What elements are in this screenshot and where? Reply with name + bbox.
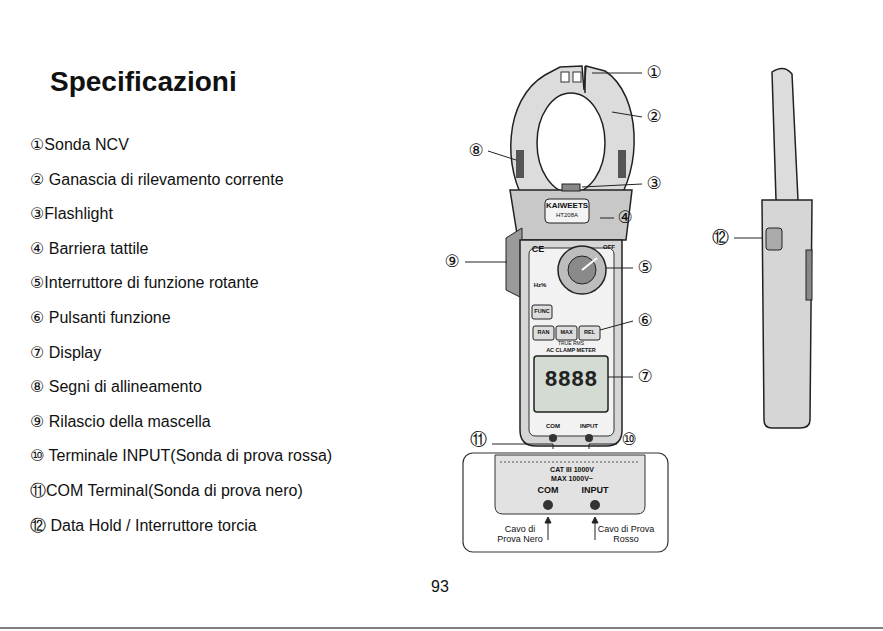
side-body: [762, 200, 812, 428]
meter-body: [520, 240, 622, 446]
device-text: COM: [546, 423, 560, 430]
device-text: RAN: [538, 329, 550, 335]
device-text: REL: [584, 329, 595, 335]
list-item: ⑨ Rilascio della mascella: [30, 413, 211, 431]
brand-plate: [545, 199, 589, 223]
device-text: CE: [532, 244, 545, 254]
callout-number: ④: [617, 208, 632, 228]
side-jaw: [772, 68, 798, 205]
input-jack: [585, 434, 593, 442]
list-item: ⑦ Display: [30, 344, 101, 362]
device-text: KAIWEETS: [546, 201, 588, 210]
device-text: FUNC: [534, 308, 549, 314]
range-button: [533, 326, 554, 340]
alignment-mark: [618, 150, 626, 178]
leader-lines: [465, 73, 764, 449]
device-text: HT208A: [556, 212, 578, 219]
page-rule: [0, 628, 883, 629]
input-jack: [590, 500, 600, 510]
device-text: MAX: [560, 329, 572, 335]
list-item: ⑪COM Terminal(Sonda di prova nero): [30, 482, 303, 500]
side-grip: [806, 250, 812, 300]
callout-number: ⑧: [468, 141, 483, 161]
device-text: TRUE RMS: [558, 341, 584, 347]
lcd-display: [534, 356, 608, 412]
callout-number: ⑫: [712, 228, 729, 248]
hold-switch: [766, 228, 782, 250]
dial-knob: [568, 256, 596, 284]
callout-number: ⑪: [470, 430, 487, 450]
list-item: ⑩ Terminale INPUT(Sonda di prova rossa): [30, 447, 332, 465]
rel-button: [579, 326, 600, 340]
cable-caption: Cavo di Prova Rosso: [597, 524, 655, 545]
jaw-opening: [537, 93, 605, 193]
callout-number: ①: [646, 63, 661, 83]
callout-number: ③: [646, 174, 661, 194]
detail-box: [463, 453, 668, 552]
device-text: INPUT: [582, 485, 609, 495]
current-jaw: [511, 66, 634, 205]
list-item: ③Flashlight: [30, 205, 113, 223]
cable-arrows: [545, 517, 598, 540]
callout-number: ⑨: [444, 252, 459, 272]
rotary-dial: [558, 246, 606, 294]
callout-number: ②: [646, 107, 661, 127]
dial-pointer: [582, 258, 597, 270]
page-number: 93: [431, 578, 449, 596]
device-text: INPUT: [580, 423, 598, 430]
list-item: ② Ganascia di rilevamento corrente: [30, 171, 284, 189]
list-item: ①Sonda NCV: [30, 136, 129, 154]
callout-number: ⑤: [637, 258, 652, 278]
maxmin-button: [556, 326, 577, 340]
lcd-digits: 8888: [545, 368, 598, 393]
device-text: COM: [538, 485, 559, 495]
callout-number: ⑥: [637, 311, 652, 331]
device-text: Hz%: [534, 282, 547, 289]
device-text: OFF: [603, 244, 615, 251]
list-item: ⑥ Pulsanti funzione: [30, 309, 171, 327]
meter-bottom-detail: [495, 455, 645, 514]
cable-caption: Cavo di Prova Nero: [493, 524, 547, 545]
device-text: AC CLAMP METER: [546, 347, 596, 353]
list-item: ④ Barriera tattile: [30, 240, 148, 258]
device-text: CAT III 1000V: [550, 466, 594, 474]
list-item: ⑧ Segni di allineamento: [30, 378, 202, 396]
grip-texture: [500, 462, 640, 463]
jaw-split: [584, 66, 586, 93]
callout-number: ⑩: [621, 430, 636, 450]
ncv-mark: [573, 72, 581, 82]
callout-number: ⑦: [637, 367, 652, 387]
page-title: Specificazioni: [50, 66, 237, 98]
com-jack: [543, 500, 553, 510]
ncv-mark: [561, 72, 569, 82]
func-button: [532, 305, 552, 319]
finger-barrier: [510, 190, 632, 240]
list-item: ⑤Interruttore di funzione rotante: [30, 274, 259, 292]
device-text: MAX 1000V~: [551, 475, 593, 483]
flashlight: [562, 184, 580, 191]
alignment-mark: [516, 150, 524, 178]
list-item: ⑫ Data Hold / Interruttore torcia: [30, 517, 257, 535]
com-jack: [549, 434, 557, 442]
